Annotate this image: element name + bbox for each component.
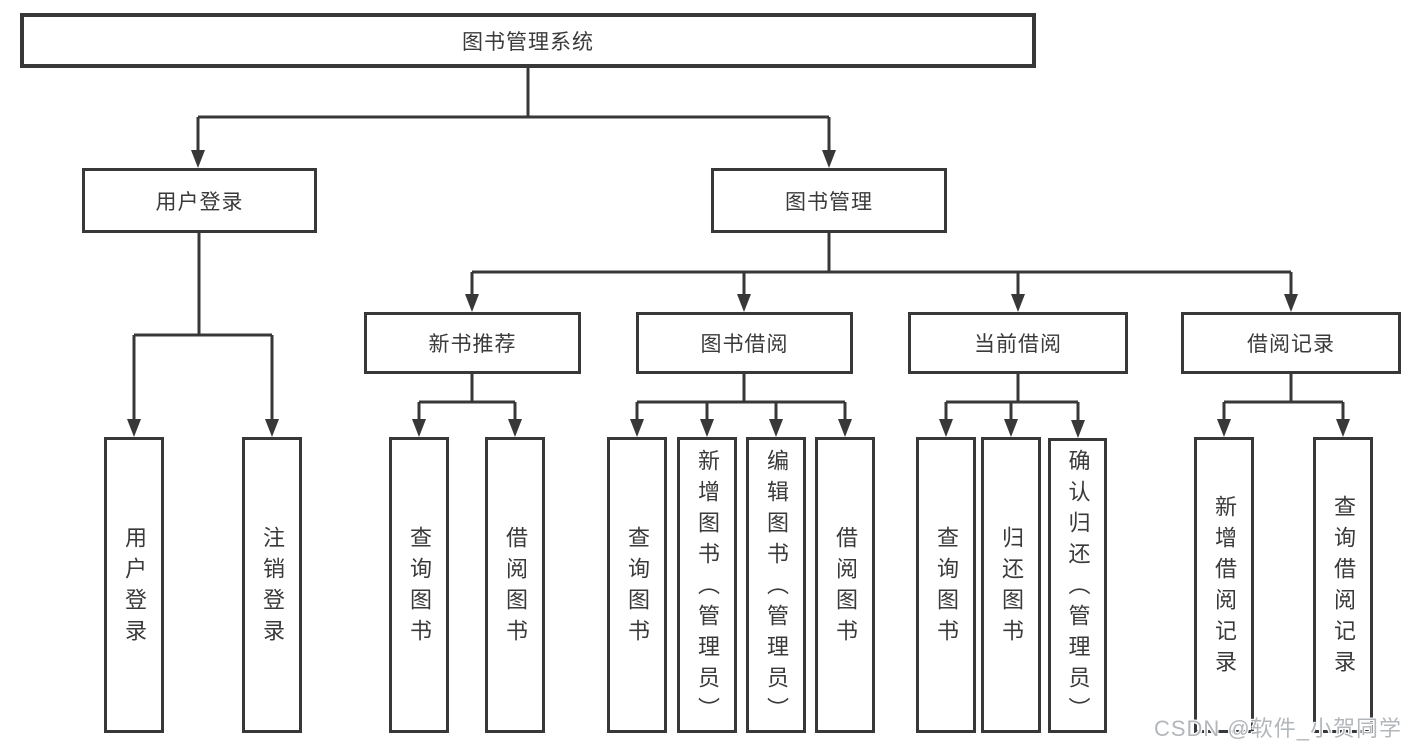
node-leaf-return-books: 归还图书 <box>981 437 1041 733</box>
connector-root-to-level2 <box>191 68 836 168</box>
node-user-login: 用户登录 <box>82 168 317 233</box>
node-root-library-system: 图书管理系统 <box>20 13 1036 68</box>
node-book-management: 图书管理 <box>711 168 947 233</box>
node-leaf-add-borrow-record: 新增借阅记录 <box>1194 437 1254 733</box>
connector-book-borrow-children <box>630 374 852 437</box>
node-leaf-edit-books-admin: 编辑图书（管理员） <box>746 437 806 733</box>
node-leaf-query-books-current: 查询图书 <box>916 437 976 733</box>
node-leaf-confirm-return-admin: 确认归还（管理员） <box>1048 438 1107 733</box>
node-borrowing-records: 借阅记录 <box>1181 312 1401 374</box>
node-leaf-query-borrow-record: 查询借阅记录 <box>1313 437 1373 733</box>
connector-new-book-children <box>412 374 522 437</box>
node-leaf-query-books-recommend: 查询图书 <box>389 437 449 733</box>
node-book-borrowing: 图书借阅 <box>636 312 853 374</box>
connector-borrow-record-children <box>1217 374 1350 437</box>
node-leaf-borrow-books-recommend: 借阅图书 <box>485 437 545 733</box>
connector-book-management-children <box>465 233 1298 312</box>
connector-user-login-children <box>127 233 279 437</box>
csdn-watermark: CSDN @软件_小贺同学 <box>1153 716 1402 741</box>
node-leaf-borrow-books: 借阅图书 <box>815 437 875 733</box>
node-leaf-user-login: 用户登录 <box>104 437 164 733</box>
node-leaf-add-books-admin: 新增图书（管理员） <box>677 437 737 733</box>
node-leaf-logout: 注销登录 <box>242 437 302 733</box>
node-current-borrowing: 当前借阅 <box>908 312 1128 374</box>
node-leaf-query-books-borrow: 查询图书 <box>607 437 667 733</box>
connector-current-borrow-children <box>939 374 1085 438</box>
node-new-book-recommendation: 新书推荐 <box>364 312 581 374</box>
